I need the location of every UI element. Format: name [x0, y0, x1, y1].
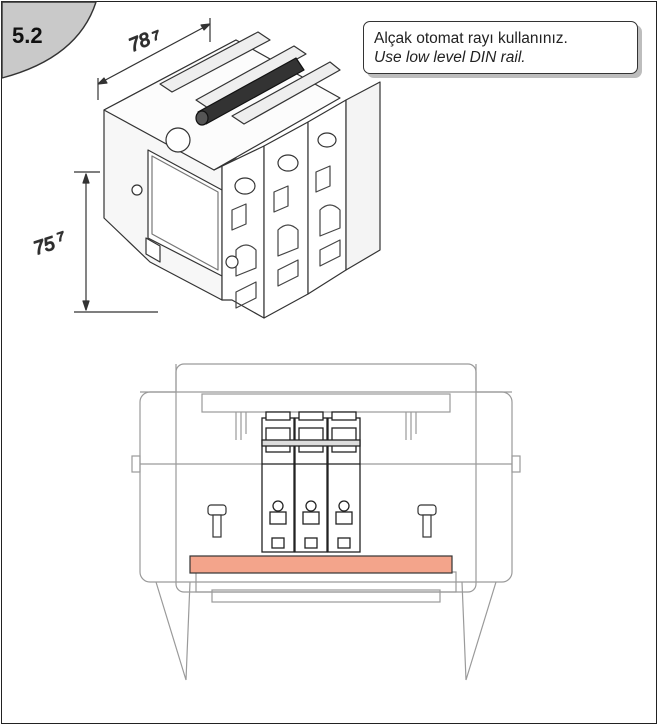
breaker-front-view — [261, 411, 361, 553]
instruction-note: Alçak otomat rayı kullanınız. Use low le… — [363, 21, 638, 74]
width-dimension — [97, 18, 211, 100]
din-rail — [189, 555, 453, 574]
height-dimension-arrow: ⁷ — [55, 228, 69, 250]
step-badge: 5.2 — [1, 1, 97, 79]
note-turkish: Alçak otomat rayı kullanınız. — [374, 30, 568, 47]
mounting-screw-left — [207, 504, 227, 538]
breaker-pole-3 — [327, 411, 361, 553]
breaker-pole-2 — [294, 411, 328, 553]
breaker-3d-illustration: 78 ⁷ 75 ⁷ — [30, 18, 381, 319]
width-dimension-label: 78 — [126, 29, 154, 57]
step-number: 5.2 — [12, 23, 43, 48]
height-dimension-label: 75 — [31, 233, 58, 260]
note-english: Use low level DIN rail. — [374, 49, 526, 66]
height-dimension — [74, 171, 158, 313]
breaker-pole-1 — [261, 411, 295, 553]
mounting-screw-right — [417, 504, 437, 538]
